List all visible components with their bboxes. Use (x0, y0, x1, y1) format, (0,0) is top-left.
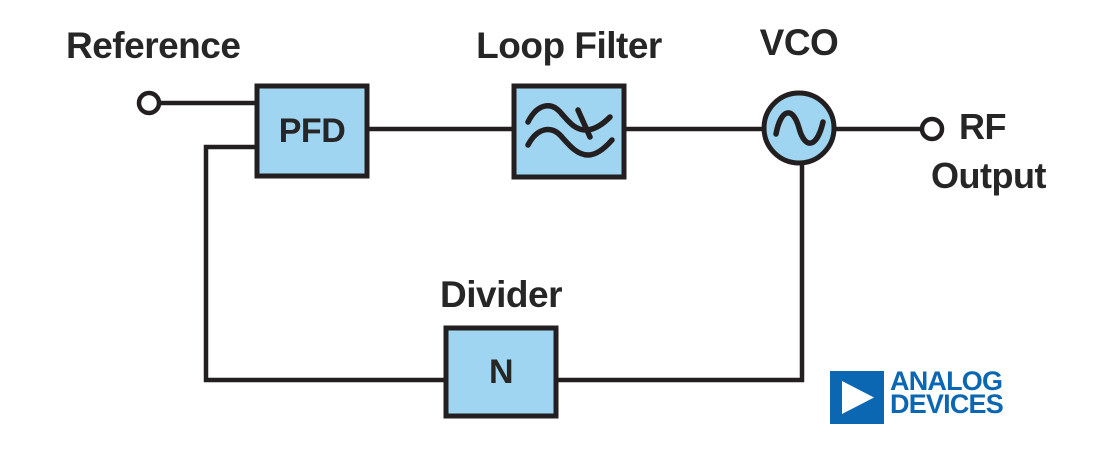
sine-wave-icon (773, 110, 826, 146)
loop-filter-block (511, 83, 627, 180)
divider-block (443, 325, 559, 419)
loop-filter-label: Loop Filter (476, 25, 662, 66)
low-pass-filter-icon (525, 103, 615, 158)
pfd-block-label: PFD (278, 111, 346, 150)
divider-label: Divider (440, 274, 562, 315)
analog-devices-play-triangle-icon (830, 371, 884, 424)
rf-output-label-line1: RF (959, 106, 1007, 147)
analog-devices-logo-wordmark: ANALOG DEVICES (890, 366, 1004, 419)
rf-output-terminal-icon (919, 116, 945, 142)
reference-label: Reference (66, 25, 241, 66)
rf-output-label-line2: Output (931, 155, 1046, 196)
pfd-block (254, 83, 370, 179)
wire-feedback-loop (203, 144, 805, 383)
logo-line1: ANALOG (890, 366, 1003, 396)
divider-n-label: N (488, 352, 514, 391)
vco-label: VCO (759, 22, 839, 63)
reference-input-terminal-icon (136, 90, 162, 116)
logo-line2: DEVICES (890, 389, 1004, 419)
